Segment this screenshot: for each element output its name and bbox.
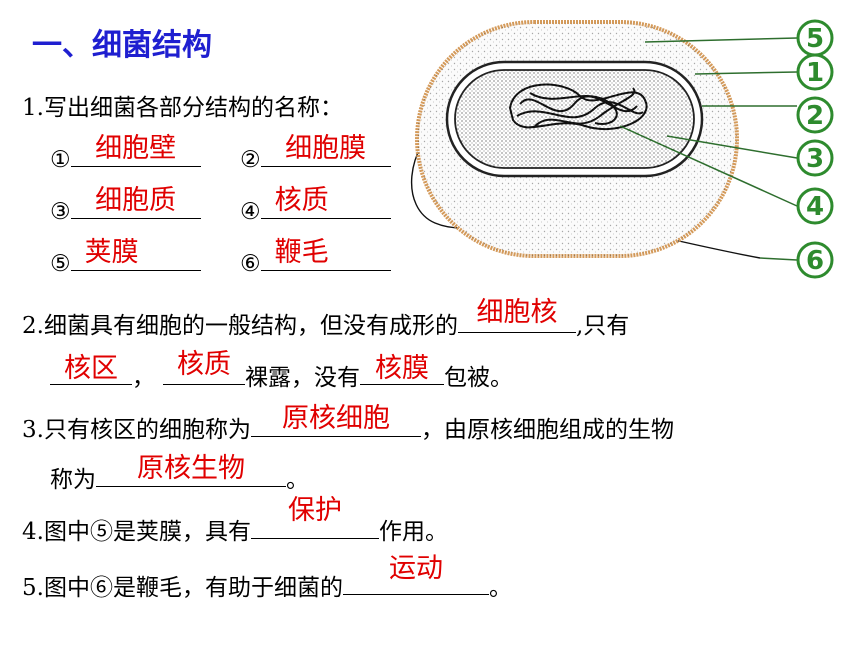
q3-text: 。	[286, 467, 309, 493]
label-5-text: 5	[806, 24, 824, 54]
answer-blank: 细胞质	[70, 185, 201, 219]
answer-text: 细胞核	[476, 297, 558, 328]
label-5: 5	[796, 19, 834, 57]
q2-text: 裸露，没有	[245, 365, 360, 391]
label-4-text: 4	[806, 192, 824, 222]
answer-blank: 细胞核	[457, 297, 576, 333]
q3-line-2: 称为 原核生物 。	[50, 453, 309, 494]
answer-text: 原核细胞	[281, 403, 390, 434]
answer-blank: 核质	[260, 185, 391, 219]
q3-text: ，由原核细胞组成的生物	[420, 417, 674, 443]
item-marker: ②	[240, 147, 261, 173]
answer-blank: 原核细胞	[250, 403, 421, 437]
answer-blank: 保护	[250, 495, 379, 539]
q4-text: 4.图中⑤是荚膜，具有	[22, 519, 251, 545]
label-3: 3	[796, 139, 834, 177]
q2-text: 包被。	[444, 365, 513, 391]
label-3-text: 3	[806, 144, 824, 174]
q1-item-1: ① 细胞壁	[50, 133, 201, 173]
item-marker: ④	[240, 199, 261, 225]
answer-text: 细胞壁	[95, 133, 177, 164]
answer-text: 细胞质	[95, 185, 177, 216]
item-marker: ①	[50, 147, 71, 173]
q5-line: 5.图中⑥是鞭毛，有助于细菌的 运动。	[22, 553, 512, 602]
cell-membrane	[454, 69, 695, 169]
answer-blank: 鞭毛	[260, 237, 391, 271]
answer-text: 核质	[274, 185, 329, 216]
q1-prompt: 1.写出细菌各部分结构的名称：	[22, 95, 343, 121]
q1-item-3: ③ 细胞质	[50, 185, 201, 225]
q1-item-6: ⑥ 鞭毛	[240, 237, 391, 277]
answer-blank: 细胞壁	[70, 133, 201, 167]
answer-text: 细胞膜	[285, 133, 367, 164]
answer-text: 核质	[177, 349, 231, 380]
q4-line: 4.图中⑤是荚膜，具有 保护作用。	[22, 495, 448, 546]
label-2: 2	[796, 96, 834, 134]
answer-blank: 核质	[163, 349, 245, 385]
label-6-text: 6	[806, 246, 824, 276]
label-1-text: 1	[806, 58, 824, 88]
item-marker: ⑤	[50, 251, 71, 277]
answer-text: 原核生物	[137, 453, 245, 484]
answer-blank: 细胞膜	[260, 133, 391, 167]
item-marker: ③	[50, 199, 71, 225]
q3-text: 3.只有核区的细胞称为	[22, 417, 251, 443]
q2-line-1: 2.细菌具有细胞的一般结构，但没有成形的细胞核 ,只有	[22, 297, 630, 340]
q2-text: ，	[132, 365, 155, 391]
q2-line-2: 核区 ， 核质裸露，没有核膜包被。	[50, 349, 513, 392]
q1-item-4: ④ 核质	[240, 185, 391, 225]
label-4: 4	[796, 187, 834, 225]
q4-text: 作用。	[378, 519, 448, 545]
label-2-text: 2	[806, 101, 824, 131]
section-title: 一、细菌结构	[32, 28, 212, 63]
answer-blank: 荚膜	[70, 237, 201, 271]
answer-blank: 核区	[50, 353, 132, 385]
answer-text: 核区	[64, 353, 118, 384]
answer-blank: 运动	[342, 553, 489, 595]
answer-blank: 原核生物	[96, 453, 286, 487]
q1-item-2: ② 细胞膜	[240, 133, 391, 173]
item-marker: ⑥	[240, 251, 261, 277]
nucleoid	[508, 83, 648, 131]
answer-blank: 核膜	[360, 353, 444, 385]
answer-text: 保护	[287, 495, 342, 526]
diagram-number-labels: 5 1 2 3 4 6	[796, 19, 834, 279]
q5-text: 。	[488, 575, 512, 601]
label-6: 6	[796, 241, 834, 279]
q2-text: ,只有	[575, 313, 630, 339]
answer-text: 核膜	[375, 353, 429, 384]
q3-line-1: 3.只有核区的细胞称为 原核细胞 ，由原核细胞组成的生物	[22, 403, 674, 444]
answer-text: 运动	[388, 553, 443, 584]
q5-text: 5.图中⑥是鞭毛，有助于细菌的	[22, 575, 343, 601]
q2-text: 2.细菌具有细胞的一般结构，但没有成形的	[22, 313, 458, 339]
q3-text: 称为	[50, 467, 96, 493]
q1-item-5: ⑤ 荚膜	[50, 237, 201, 277]
answer-text: 荚膜	[84, 237, 139, 268]
bacterium-diagram: 5 1 2 3 4 6	[410, 19, 834, 279]
answer-text: 鞭毛	[274, 237, 329, 268]
label-1: 1	[796, 53, 834, 91]
